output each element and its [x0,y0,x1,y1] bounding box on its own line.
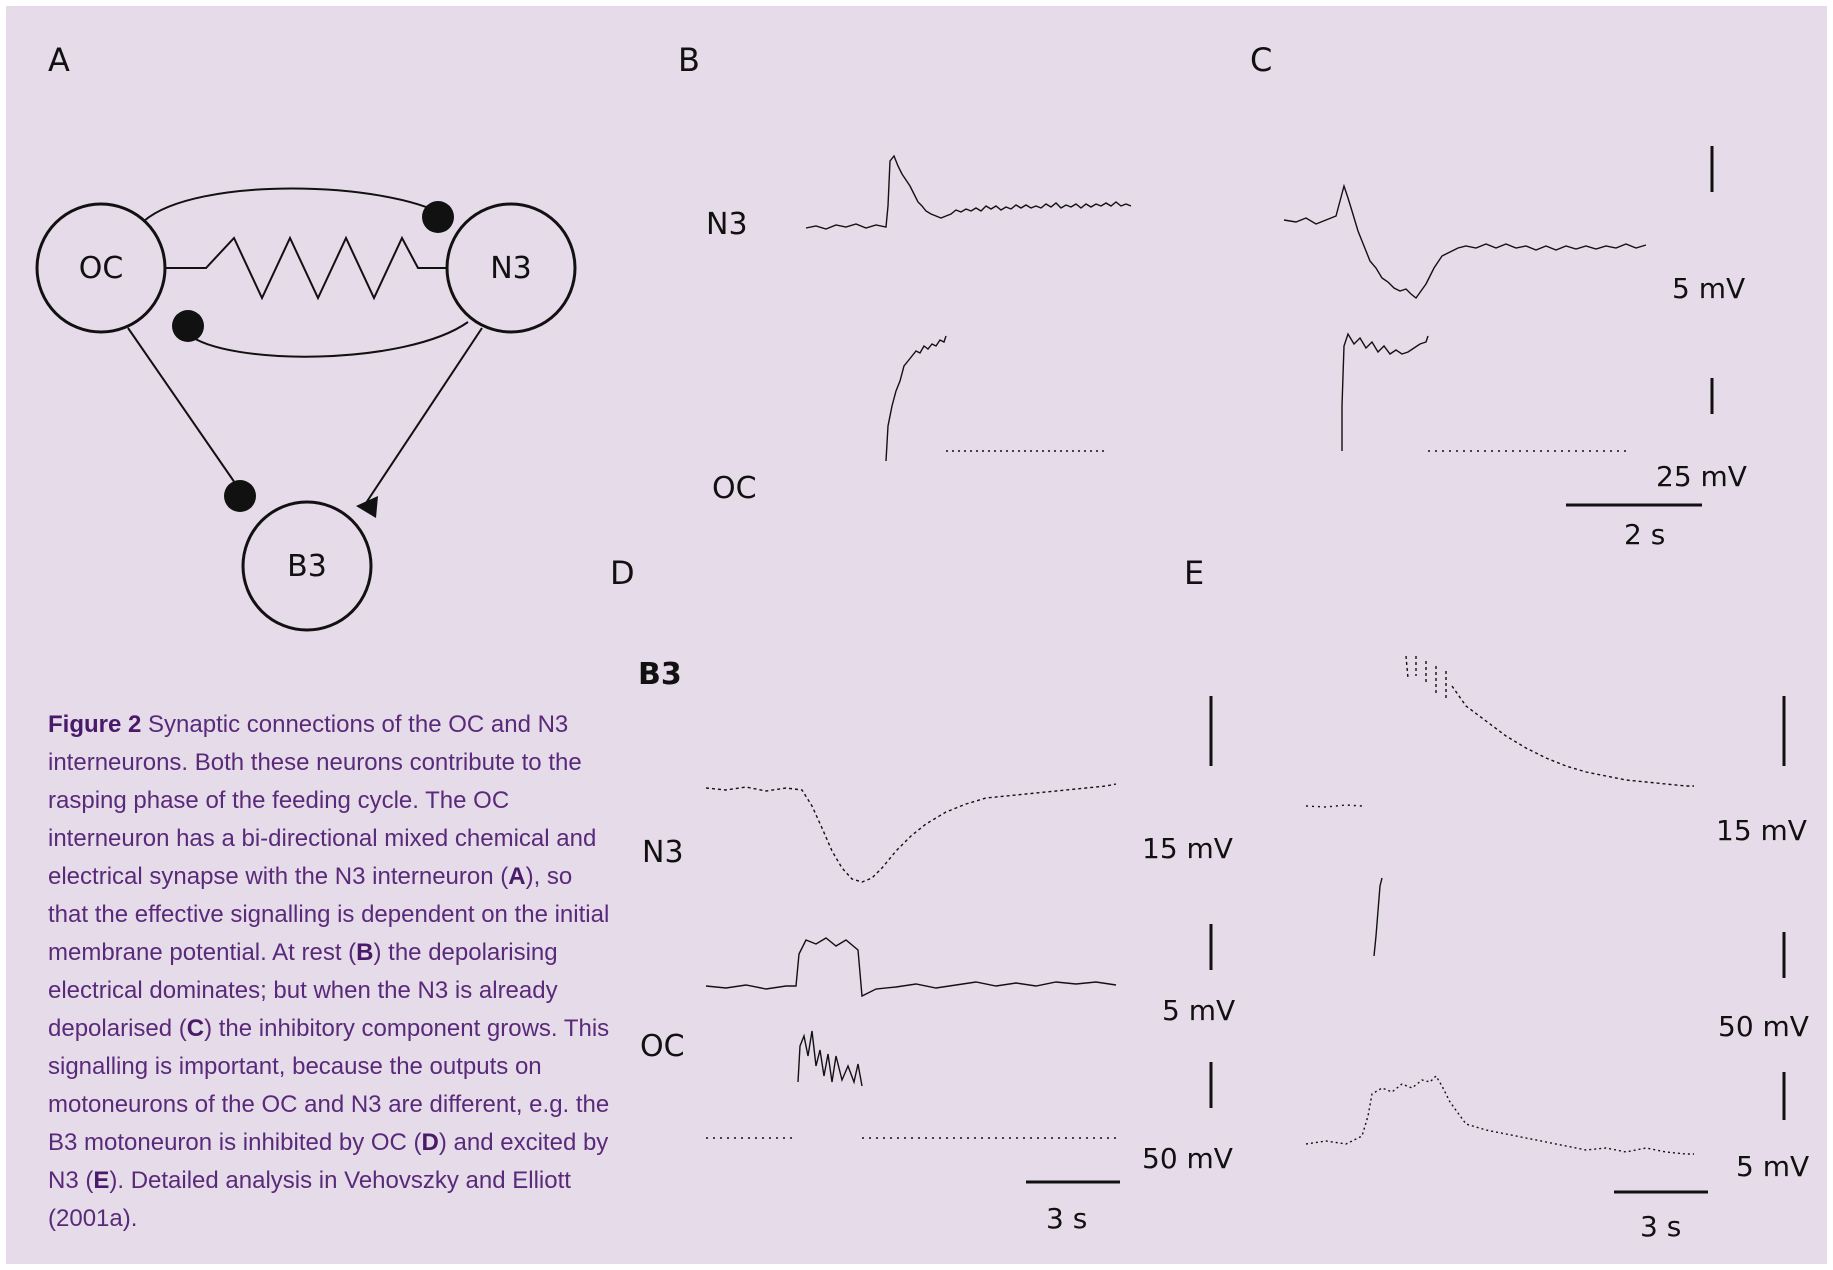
scale-label: 15 mV [1142,832,1233,865]
trace-label-oc: OC [640,1029,685,1064]
figure-caption: Figure 2 Synaptic connections of the OC … [48,706,618,1238]
caption-text: ), so that the effective signalling is d… [48,863,610,966]
panel-letter-a: A [48,41,70,79]
caption-ref: C [186,1015,205,1042]
caption-text: Synaptic connections of the OC and N3 in… [48,711,597,890]
scale-label: 5 mV [1672,272,1745,305]
scale-label: 50 mV [1718,1010,1809,1043]
trace-label-oc: OC [712,471,757,506]
panel-letter-b: B [678,41,700,79]
excitatory-synapse-triangle [356,496,378,518]
trace-d-oc [797,1030,863,1087]
trace-label-n3: N3 [706,207,748,242]
n3-to-oc-connection [187,321,469,358]
n3-to-b3-connection [363,327,483,507]
figure-graphics: A B C D E OC N3 B3 N3 OC [35,41,1809,1243]
scale-label: 5 mV [1736,1150,1809,1183]
caption-ref: E [93,1167,110,1194]
trace-label-b3: B3 [638,657,682,692]
panel-c-traces [1283,183,1647,452]
panel-letter-e: E [1184,554,1204,592]
caption-text: ) and excited by N3 ( [48,1129,609,1194]
node-b3-circle [241,500,373,632]
time-scale-label: 3 s [1640,1210,1681,1243]
caption-text: ). Detailed analysis in Vehovszky and El… [48,1167,571,1232]
panel-d-traces [705,783,1117,1139]
node-label-oc: OC [79,251,124,286]
trace-b-n3 [805,154,1132,230]
trace-label-n3: N3 [642,835,684,870]
inhibitory-synapse-dot [422,201,454,233]
trace-d-b3 [705,783,1117,883]
time-scale-label: 3 s [1046,1202,1087,1235]
caption-ref: A [508,863,526,890]
trace-d-n3 [705,937,1117,998]
trace-e-b3-baseline [1305,804,1363,808]
node-label-b3: B3 [287,549,327,584]
figure-panel: A B C D E OC N3 B3 N3 OC [6,6,1827,1264]
trace-e-b3 [1405,655,1694,787]
caption-ref: D [421,1129,439,1156]
oc-to-b3-connection [127,327,245,497]
trace-c-oc [1341,332,1429,451]
caption-text: ) the depolarising electrical dominates;… [48,939,558,1042]
panel-letter-d: D [610,554,635,592]
panel-e-traces [1305,655,1694,1155]
trace-e-oc [1305,1074,1694,1155]
scale-label: 50 mV [1142,1142,1233,1175]
scale-label: 15 mV [1716,814,1807,847]
electrical-synapse [165,235,447,301]
time-scale-label: 2 s [1624,518,1665,551]
node-label-n3: N3 [490,251,532,286]
panel-letter-c: C [1250,41,1272,79]
trace-e-n3 [1373,877,1383,957]
circuit-diagram [35,187,577,632]
trace-b-oc [885,335,947,462]
caption-text: ) the inhibitory component grows. This s… [48,1015,610,1156]
panel-b-traces [805,154,1132,462]
trace-c-n3 [1283,183,1647,300]
oc-to-n3-connection [143,187,447,222]
scale-label: 5 mV [1162,994,1235,1027]
inhibitory-synapse-dot [172,310,204,342]
inhibitory-synapse-dot [224,480,256,512]
caption-ref: B [356,939,374,966]
scale-label: 25 mV [1656,460,1747,493]
caption-title: Figure 2 [48,711,142,738]
